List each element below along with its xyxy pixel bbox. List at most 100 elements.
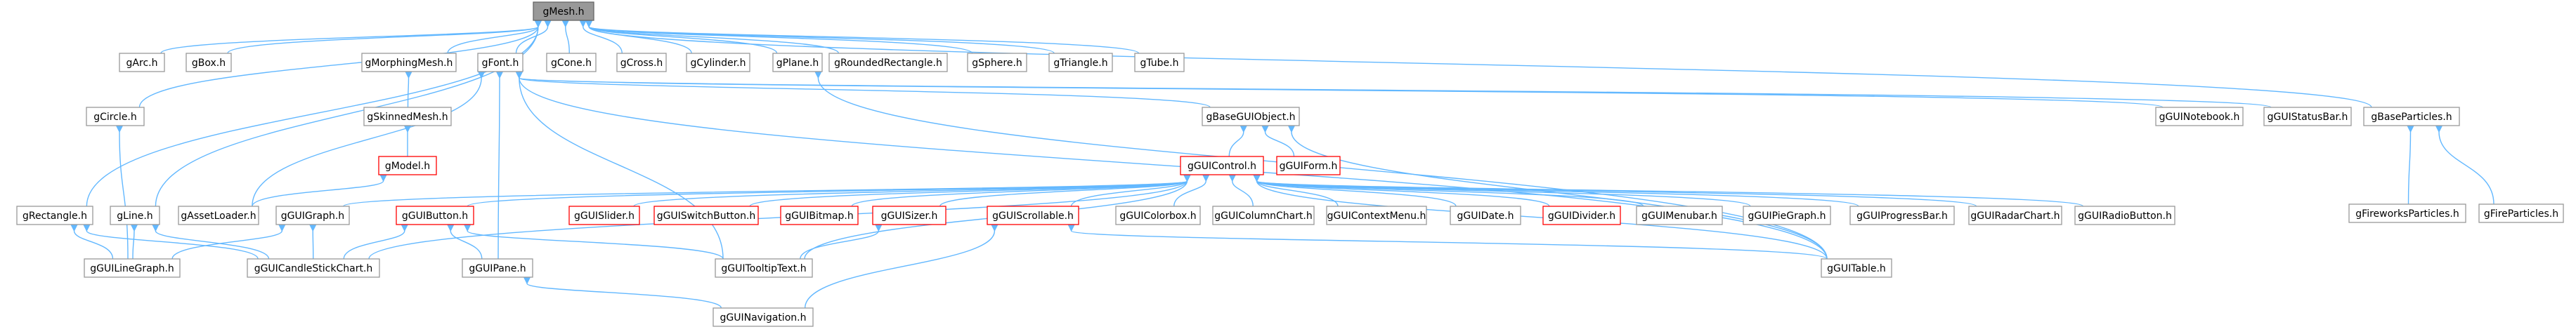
edge-gLine-to-gGUILineGraph [129, 222, 139, 260]
node-gSphere[interactable]: gSphere.h [967, 53, 1027, 72]
node-gBaseGUIObject[interactable]: gBaseGUIObject.h [1202, 107, 1300, 126]
node-box-gGUIMenubar [1636, 206, 1723, 225]
node-box-gGUIDate [1450, 206, 1521, 225]
node-gAssetLoader[interactable]: gAssetLoader.h [178, 206, 259, 225]
node-gGUIPieGraph[interactable]: gGUIPieGraph.h [1743, 206, 1831, 225]
node-label-gGUILineGraph: gGUILineGraph.h [90, 263, 174, 274]
node-gGUIRadarChart[interactable]: gGUIRadarChart.h [1968, 206, 2062, 225]
node-gMesh[interactable]: gMesh.h [533, 1, 594, 21]
node-gGUIProgressBar[interactable]: gGUIProgressBar.h [1849, 206, 1955, 225]
node-label-gArc: gArc.h [126, 58, 158, 69]
node-gModel[interactable]: gModel.h [378, 156, 437, 175]
node-label-gCircle: gCircle.h [93, 112, 137, 123]
node-box-gGUIPane [462, 258, 533, 278]
node-box-gRectangle [16, 206, 93, 225]
node-gFireworksParticles[interactable]: gFireworksParticles.h [2348, 203, 2466, 223]
node-label-gAssetLoader: gAssetLoader.h [181, 211, 256, 222]
edge-gGUIControl-to-gGUIColumnChart [1228, 173, 1254, 207]
node-gGUIScrollable[interactable]: gGUIScrollable.h [987, 206, 1079, 225]
edge-gMesh-to-gCircle [138, 18, 543, 108]
node-gGUIBitmap[interactable]: gGUIBitmap.h [780, 206, 859, 225]
node-label-gGUICandleStickChart: gGUICandleStickChart.h [254, 263, 373, 274]
node-gGUIGraph[interactable]: gGUIGraph.h [275, 206, 350, 225]
node-label-gGUIMenubar: gGUIMenubar.h [1641, 211, 1717, 222]
edge-gMesh-to-gBox [227, 18, 543, 54]
edge-gBaseParticles-to-gFireParticles [2434, 123, 2494, 205]
node-gGUIColumnChart[interactable]: gGUIColumnChart.h [1212, 206, 1315, 225]
node-label-gMorphingMesh: gMorphingMesh.h [365, 58, 453, 69]
edge-gMesh-to-gTube [584, 18, 1140, 54]
node-label-gLine: gLine.h [117, 211, 152, 222]
edge-gGUIButton-to-gGUIPane [445, 222, 483, 260]
node-gGUIForm[interactable]: gGUIForm.h [1276, 156, 1341, 175]
node-box-gGUIProgressBar [1849, 206, 1955, 225]
node-gGUINavigation[interactable]: gGUINavigation.h [713, 307, 814, 327]
node-label-gGUIGraph: gGUIGraph.h [281, 211, 344, 222]
node-label-gGUIBitmap: gGUIBitmap.h [785, 211, 854, 222]
node-gGUISizer[interactable]: gGUISizer.h [872, 206, 947, 225]
node-gGUIStatusBar[interactable]: gGUIStatusBar.h [2263, 107, 2352, 126]
node-gLine[interactable]: gLine.h [110, 206, 160, 225]
node-gGUICandleStickChart[interactable]: gGUICandleStickChart.h [247, 258, 380, 278]
edge-gMesh-to-gArc [160, 18, 543, 54]
edge-gFont-to-gGUITable [514, 69, 1828, 260]
node-gCone[interactable]: gCone.h [546, 53, 597, 72]
node-box-gGUITooltipText [715, 258, 813, 278]
node-label-gGUIPieGraph: gGUIPieGraph.h [1748, 211, 1826, 222]
node-gGUIDivider[interactable]: gGUIDivider.h [1542, 206, 1621, 225]
edge-gFont-to-gGUITooltipText [514, 69, 724, 260]
edge-gFont-to-gAssetLoader [252, 69, 486, 207]
node-gSkinnedMesh[interactable]: gSkinnedMesh.h [363, 107, 452, 126]
node-gGUIMenubar[interactable]: gGUIMenubar.h [1636, 206, 1723, 225]
node-label-gPlane: gPlane.h [776, 58, 819, 69]
node-gTriangle[interactable]: gTriangle.h [1048, 53, 1113, 72]
node-gFireParticles[interactable]: gFireParticles.h [2478, 203, 2564, 223]
node-box-gFireworksParticles [2348, 203, 2466, 223]
node-box-gTube [1134, 53, 1185, 72]
node-gGUIControl[interactable]: gGUIControl.h [1180, 156, 1264, 175]
node-gGUISlider[interactable]: gGUISlider.h [568, 206, 640, 225]
node-gGUINotebook[interactable]: gGUINotebook.h [2155, 107, 2244, 126]
node-gFont[interactable]: gFont.h [477, 53, 523, 72]
node-gRoundedRectangle[interactable]: gRoundedRectangle.h [828, 53, 948, 72]
node-gGUILineGraph[interactable]: gGUILineGraph.h [84, 258, 181, 278]
edge-gGUIScrollable-to-gGUINavigation [804, 222, 999, 309]
node-gGUITooltipText[interactable]: gGUITooltipText.h [715, 258, 813, 278]
node-gGUIRadioButton[interactable]: gGUIRadioButton.h [2074, 206, 2175, 225]
node-gGUIPane[interactable]: gGUIPane.h [462, 258, 533, 278]
node-label-gGUIPane: gGUIPane.h [469, 263, 526, 274]
node-gCircle[interactable]: gCircle.h [86, 107, 145, 126]
node-box-gCross [616, 53, 667, 72]
node-box-gFont [477, 53, 523, 72]
node-box-gGUIForm [1276, 156, 1341, 175]
node-gGUIContextMenu[interactable]: gGUIContextMenu.h [1326, 206, 1427, 225]
node-box-gArc [119, 53, 165, 72]
node-box-gGUINavigation [713, 307, 814, 327]
node-box-gFireParticles [2478, 203, 2564, 223]
edge-gGUIScrollable-to-gGUITable [1066, 222, 1828, 260]
node-gRectangle[interactable]: gRectangle.h [16, 206, 93, 225]
edge-gMesh-to-gBaseParticles [584, 18, 2372, 108]
node-gArc[interactable]: gArc.h [119, 53, 165, 72]
node-box-gGUIPieGraph [1743, 206, 1831, 225]
edge-gRectangle-to-gGUICandleStickChart [82, 222, 259, 260]
node-gGUIDate[interactable]: gGUIDate.h [1450, 206, 1521, 225]
node-gBaseParticles[interactable]: gBaseParticles.h [2363, 107, 2460, 126]
edge-gGUIControl-to-gGUICandleStickChart [368, 173, 1192, 260]
node-label-gGUIScrollable: gGUIScrollable.h [992, 211, 1074, 222]
node-gCross[interactable]: gCross.h [616, 53, 667, 72]
node-gGUIButton[interactable]: gGUIButton.h [396, 206, 474, 225]
node-gGUITable[interactable]: gGUITable.h [1821, 258, 1892, 278]
node-gPlane[interactable]: gPlane.h [772, 53, 823, 72]
node-box-gCone [546, 53, 597, 72]
node-box-gModel [378, 156, 437, 175]
node-box-gMorphingMesh [361, 53, 457, 72]
node-gGUISwitchButton[interactable]: gGUISwitchButton.h [653, 206, 759, 225]
node-box-gBaseParticles [2363, 107, 2460, 126]
node-gTube[interactable]: gTube.h [1134, 53, 1185, 72]
node-gGUIColorbox[interactable]: gGUIColorbox.h [1115, 206, 1201, 225]
edge-gMesh-to-gCross [578, 18, 623, 54]
node-gBox[interactable]: gBox.h [186, 53, 232, 72]
node-gCylinder[interactable]: gCylinder.h [686, 53, 750, 72]
node-gMorphingMesh[interactable]: gMorphingMesh.h [361, 53, 457, 72]
